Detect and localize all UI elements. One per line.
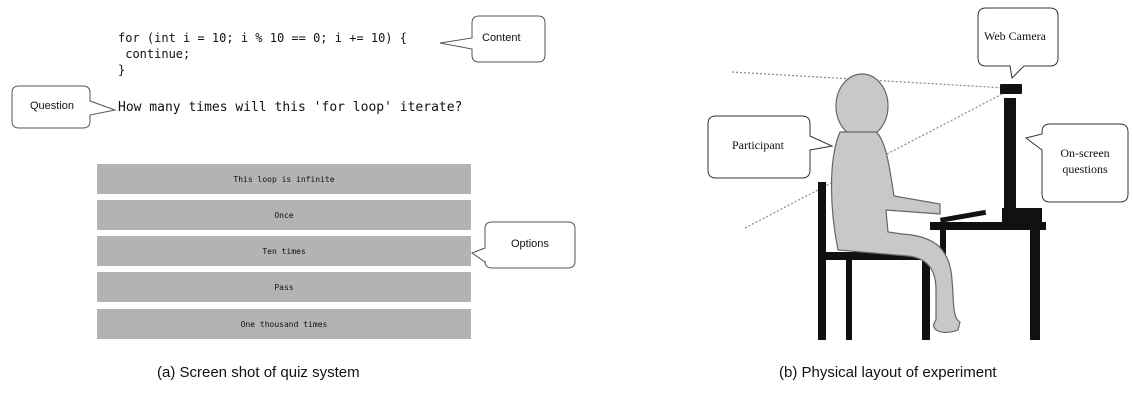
option-4-label: Pass — [274, 282, 294, 292]
option-3[interactable]: Ten times — [97, 236, 471, 266]
web-camera-label: Web Camera — [983, 29, 1046, 43]
option-2[interactable]: Once — [97, 200, 471, 230]
code-line-3: } — [118, 63, 126, 77]
on-screen-label-line1: On-screen — [1060, 146, 1110, 160]
question-callout-shape — [11, 85, 117, 129]
code-line-2: continue; — [118, 47, 191, 61]
chair — [818, 182, 936, 340]
quiz-callouts — [11, 15, 576, 269]
option-1[interactable]: This loop is infinite — [97, 164, 471, 194]
experiment-illustration — [707, 7, 1129, 340]
participant-label: Participant — [732, 138, 784, 152]
code-line-1: for (int i = 10; i % 10 == 0; i += 10) { — [118, 31, 407, 45]
option-5-label: One thousand times — [240, 319, 328, 329]
option-5[interactable]: One thousand times — [97, 309, 471, 339]
keyboard — [939, 209, 987, 223]
option-2-label: Once — [274, 210, 294, 220]
question-callout-label: Question — [30, 100, 75, 112]
on-screen-label-line2: questions — [1062, 162, 1108, 176]
desk — [930, 222, 1046, 340]
participant-figure — [830, 73, 961, 333]
content-callout-label: Content — [482, 32, 521, 44]
caption-a: (a) Screen shot of quiz system — [157, 364, 360, 381]
web-camera-callout-shape — [977, 7, 1059, 80]
question-text: How many times will this 'for loop' iter… — [118, 100, 463, 115]
option-4[interactable]: Pass — [97, 272, 471, 302]
option-1-label: This loop is infinite — [233, 174, 335, 184]
monitor — [1000, 84, 1042, 222]
participant-callout-shape — [707, 115, 834, 179]
option-3-label: Ten times — [262, 246, 306, 256]
caption-b: (b) Physical layout of experiment — [779, 364, 997, 381]
options-callout-shape — [470, 221, 576, 269]
options-callout-label: Options — [511, 238, 549, 250]
sight-line-lower — [744, 91, 1007, 229]
content-callout-shape — [439, 15, 546, 63]
on-screen-callout-shape — [1024, 123, 1129, 203]
